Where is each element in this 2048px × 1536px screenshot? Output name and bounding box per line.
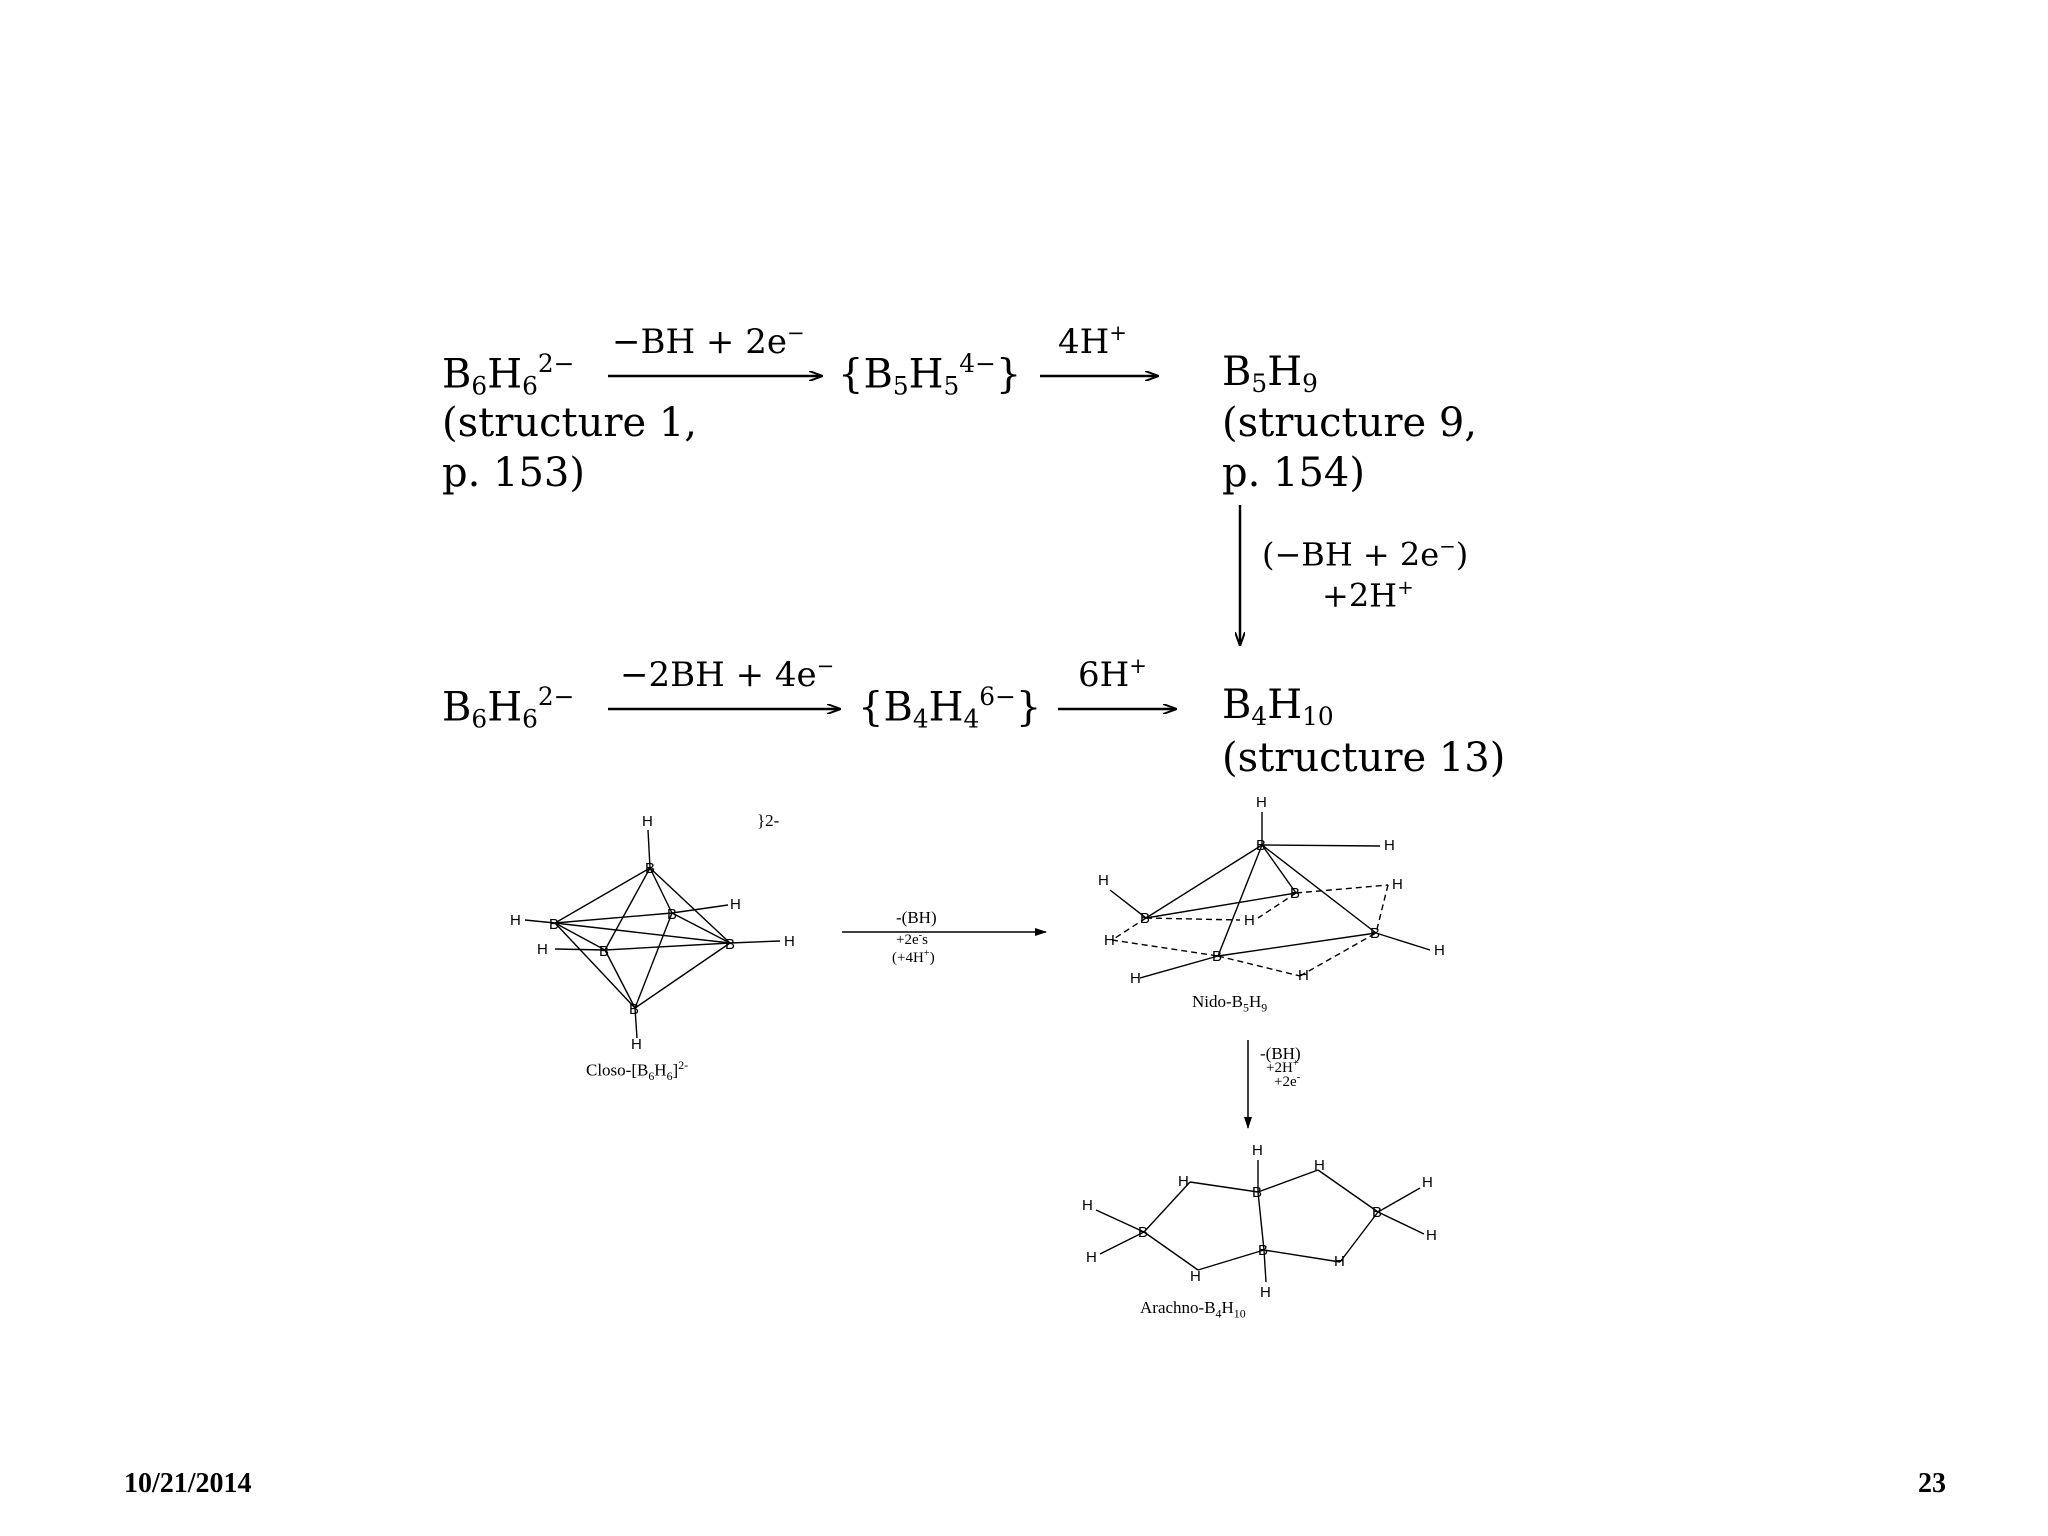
closo-atom-h: H bbox=[631, 1036, 642, 1053]
arachno-atom-h: H bbox=[1252, 1142, 1263, 1159]
nido-atom-b: B bbox=[1212, 948, 1222, 965]
arachno-b4h10-structure bbox=[1095, 1160, 1425, 1283]
arachno-atom-h: H bbox=[1178, 1173, 1189, 1190]
reactant-b6h6-row1: B6H62− bbox=[442, 349, 575, 401]
nido-atom-h: H bbox=[1104, 932, 1115, 949]
step1-label-line1: -(BH) bbox=[896, 908, 937, 927]
intermediate-b5h5: {B5H54−} bbox=[838, 349, 1022, 401]
reactant-note-line1: (structure 1, bbox=[442, 400, 697, 446]
nido-atom-b: B bbox=[1140, 910, 1150, 927]
vertical-step-label-line2: +2H+ bbox=[1322, 576, 1414, 615]
closo-atom-h: H bbox=[784, 933, 795, 950]
closo-atom-h: H bbox=[510, 912, 521, 929]
product-note-structure13: (structure 13) bbox=[1222, 735, 1506, 781]
nido-atom-h: H bbox=[1244, 912, 1255, 929]
product-note-line1: (structure 9, bbox=[1222, 400, 1477, 446]
nido-caption: Nido-B5H9 bbox=[1192, 992, 1268, 1015]
closo-atom-b: B bbox=[725, 936, 735, 953]
arachno-atom-b: B bbox=[1138, 1224, 1148, 1241]
arachno-atom-b: B bbox=[1258, 1242, 1268, 1259]
arachno-atom-h: H bbox=[1426, 1227, 1437, 1244]
closo-atom-h: H bbox=[730, 896, 741, 913]
nido-atom-h: H bbox=[1130, 970, 1141, 987]
footer-page-number: 23 bbox=[1918, 1468, 1946, 1499]
arachno-atom-b: B bbox=[1252, 1184, 1262, 1201]
product-b4h10: B4H10 bbox=[1222, 682, 1334, 731]
arachno-atom-h: H bbox=[1190, 1268, 1201, 1285]
closo-atom-h: H bbox=[537, 941, 548, 958]
closo-atom-b: B bbox=[667, 906, 677, 923]
arrow4-label: 6H+ bbox=[1078, 653, 1147, 696]
nido-atom-b: B bbox=[1370, 925, 1380, 942]
arrow3-label: −2BH + 4e− bbox=[620, 653, 835, 696]
reactant-b6h6-row2: B6H62− bbox=[442, 682, 575, 734]
step2-label-line1: -(BH) bbox=[1260, 1044, 1301, 1063]
closo-b6h6-structure bbox=[524, 829, 781, 1039]
closo-caption: Closo-[B6H6]2- bbox=[586, 1058, 689, 1084]
arrow2-label: 4H+ bbox=[1058, 320, 1127, 363]
arachno-atom-h: H bbox=[1086, 1249, 1097, 1266]
product-b5h9: B5H9 bbox=[1222, 349, 1318, 398]
step2-label-line2: +2H+ bbox=[1266, 1058, 1299, 1076]
arachno-atom-h: H bbox=[1334, 1253, 1345, 1270]
closo-atom-b: B bbox=[629, 1001, 639, 1018]
closo-atom-b: B bbox=[599, 943, 609, 960]
arachno-caption: Arachno-B4H10 bbox=[1140, 1298, 1246, 1321]
arachno-atom-h: H bbox=[1422, 1174, 1433, 1191]
arachno-atom-b: B bbox=[1372, 1204, 1382, 1221]
nido-atom-h: H bbox=[1384, 837, 1395, 854]
step2-label-line3: +2e- bbox=[1274, 1072, 1301, 1090]
nido-atom-h: H bbox=[1098, 872, 1109, 889]
closo-charge-label: }2- bbox=[757, 811, 780, 830]
intermediate-b4h4: {B4H46−} bbox=[858, 682, 1042, 734]
closo-atom-h: H bbox=[642, 813, 653, 830]
nido-atom-h: H bbox=[1256, 794, 1267, 811]
arachno-atom-h: H bbox=[1314, 1157, 1325, 1174]
closo-atom-b: B bbox=[645, 860, 655, 877]
nido-atom-h: H bbox=[1392, 876, 1403, 893]
nido-atom-b: B bbox=[1290, 885, 1300, 902]
nido-b5h9-structure bbox=[1109, 812, 1431, 979]
arachno-atom-h: H bbox=[1260, 1284, 1271, 1301]
arachno-atom-h: H bbox=[1082, 1197, 1093, 1214]
product-note-line2: p. 154) bbox=[1222, 450, 1365, 496]
vertical-step-label-line1: (−BH + 2e−) bbox=[1262, 535, 1469, 574]
nido-atom-b: B bbox=[1256, 837, 1266, 854]
nido-atom-h: H bbox=[1298, 967, 1309, 984]
footer-date: 10/21/2014 bbox=[124, 1468, 252, 1499]
step1-label-line3: (+4H+) bbox=[892, 948, 935, 966]
closo-atom-b: B bbox=[549, 916, 559, 933]
arrow1-label: −BH + 2e− bbox=[612, 320, 805, 363]
reactant-note-line2: p. 153) bbox=[442, 450, 585, 496]
nido-atom-h: H bbox=[1434, 942, 1445, 959]
step1-label-line2: +2e-s bbox=[896, 930, 928, 948]
